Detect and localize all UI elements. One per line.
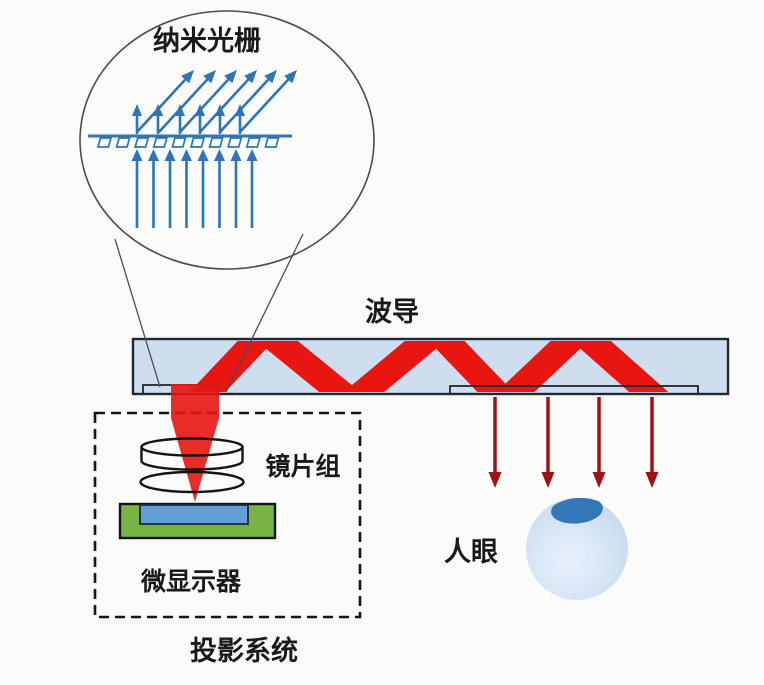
callout-line-left	[114, 238, 161, 388]
magnifier-circle	[79, 10, 375, 270]
outcoupled-light-arrows	[488, 397, 659, 488]
display-panel	[139, 504, 249, 525]
projection-system-box	[93, 411, 362, 619]
cylinder-lens-top	[140, 437, 244, 457]
nano-grating-callout: 纳米光栅	[79, 10, 375, 270]
waveguide-label: 波导	[365, 297, 419, 328]
waveguide-border	[131, 337, 730, 396]
outcoupling-grating-region	[449, 385, 699, 395]
waveguide-slab	[131, 337, 730, 396]
micro-display	[118, 502, 277, 540]
eyeball	[526, 498, 628, 600]
human-eye	[526, 496, 628, 600]
projector-beam-cone	[171, 384, 219, 502]
incident-light-arrows	[131, 149, 258, 228]
projection-system-label: 投影系统	[190, 635, 298, 667]
human-eye-label: 人眼	[444, 537, 498, 568]
iris	[551, 496, 603, 524]
grating-teeth	[96, 137, 280, 148]
micro-display-label: 微显示器	[140, 567, 242, 596]
callout-line-right	[225, 233, 304, 393]
elliptic-lens	[139, 470, 245, 494]
cylinder-lens-body	[140, 447, 244, 471]
lens-group-label: 镜片组	[265, 452, 340, 481]
diffracted-light-arrows	[136, 70, 297, 133]
lens-group	[139, 437, 245, 494]
nano-grating-label: 纳米光栅	[153, 25, 261, 57]
